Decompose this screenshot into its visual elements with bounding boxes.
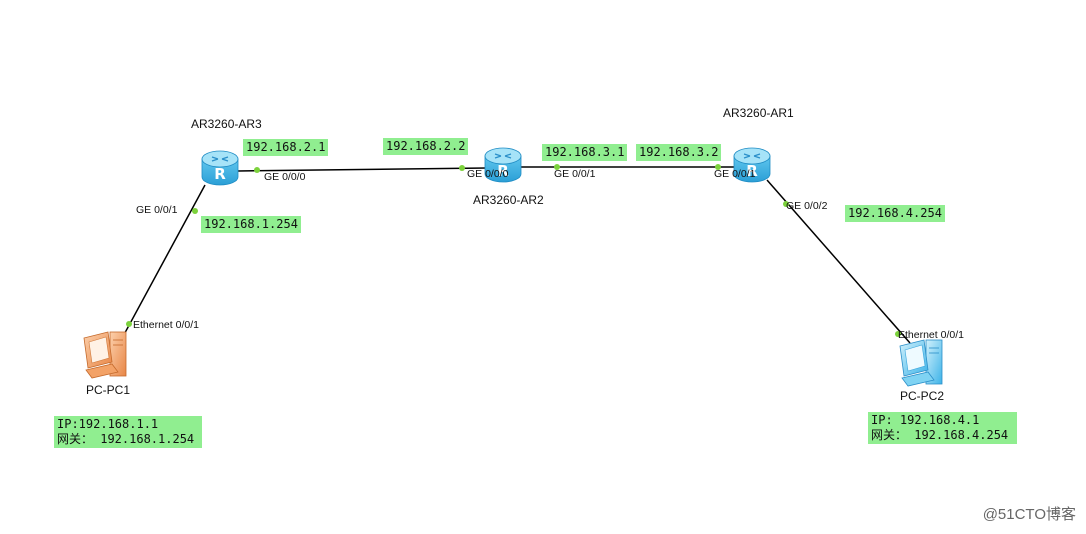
device-label-ar1: AR3260-AR1 <box>723 106 794 120</box>
pc2-config-box: IP: 192.168.4.1 网关： 192.168.4.254 <box>868 412 1017 444</box>
device-label-ar2: AR3260-AR2 <box>473 193 544 207</box>
link-ar3-ar2 <box>237 167 488 172</box>
port-dot <box>895 331 901 337</box>
pc1-ip: IP:192.168.1.1 <box>57 417 159 431</box>
device-label-pc2: PC-PC2 <box>900 389 945 403</box>
port-dot <box>715 164 721 170</box>
pc-icon[interactable] <box>899 339 943 387</box>
port-label: Ethernet 0/0/1 <box>133 319 199 331</box>
port-dot <box>554 164 560 170</box>
pc-icon[interactable] <box>83 331 127 379</box>
port-dot <box>783 201 789 207</box>
pc2-ip: IP: 192.168.4.1 <box>871 413 980 427</box>
router-icon[interactable] <box>201 150 239 186</box>
port-label: Ethernet 0/0/1 <box>898 329 964 341</box>
port-dot <box>192 208 198 214</box>
port-label: GE 0/0/2 <box>786 200 828 212</box>
ip-label: 192.168.4.254 <box>845 205 945 222</box>
pc2-gateway: 网关： 192.168.4.254 <box>871 428 1009 442</box>
device-label-pc1: PC-PC1 <box>86 383 131 397</box>
device-label-ar3: AR3260-AR3 <box>191 117 262 131</box>
port-dot <box>254 167 260 173</box>
port-label: GE 0/0/1 <box>554 168 596 180</box>
link-ar1-pc2 <box>766 179 911 344</box>
ip-label: 192.168.2.1 <box>243 139 329 156</box>
watermark: @51CTO博客 <box>982 506 1076 523</box>
link-ar3-pc1 <box>119 184 206 343</box>
ip-label: 192.168.2.2 <box>383 138 469 155</box>
port-dot <box>126 321 132 327</box>
port-label: GE 0/0/1 <box>714 168 756 180</box>
port-label: GE 0/0/0 <box>467 168 509 180</box>
port-label: GE 0/0/0 <box>264 171 306 183</box>
ip-label: 192.168.3.1 <box>542 144 628 161</box>
pc1-gateway: 网关： 192.168.1.254 <box>57 432 195 446</box>
ip-label: 192.168.3.2 <box>636 144 722 161</box>
port-label: GE 0/0/1 <box>136 204 178 216</box>
pc1-config-box: IP:192.168.1.1 网关： 192.168.1.254 <box>54 416 202 448</box>
port-dot <box>459 165 465 171</box>
ip-label: 192.168.1.254 <box>201 216 301 233</box>
